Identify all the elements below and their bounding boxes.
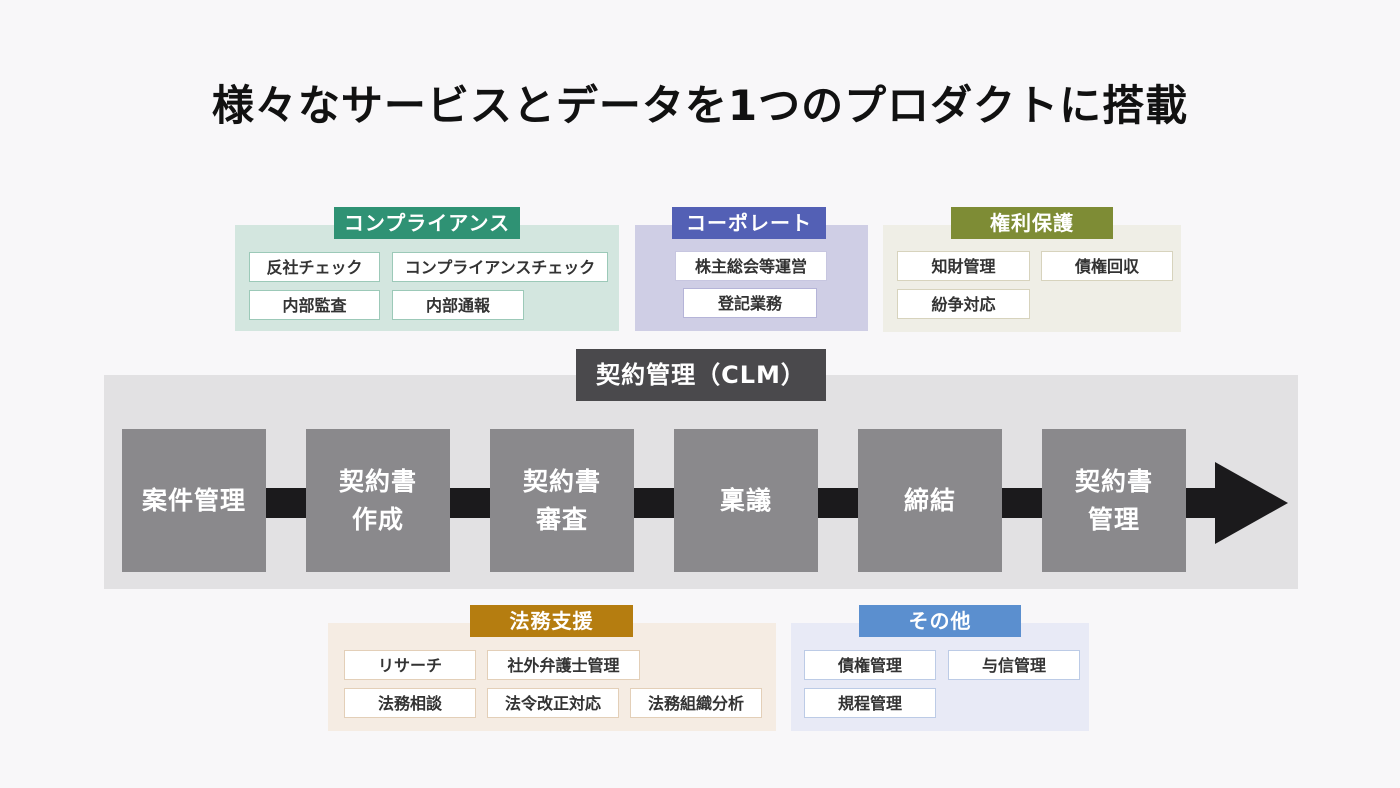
- rights-item: 知財管理: [897, 251, 1030, 281]
- legal-support-item: 法令改正対応: [487, 688, 619, 718]
- clm-step: 稟議: [674, 429, 818, 572]
- legal-support-item: リサーチ: [344, 650, 476, 680]
- page-title: 様々なサービスとデータを1つのプロダクトに搭載: [211, 81, 1189, 130]
- clm-label: 契約管理（CLM）: [576, 349, 826, 401]
- corporate-label: コーポレート: [672, 207, 826, 239]
- flow-arrow-icon: [1215, 462, 1288, 544]
- compliance-item: 反社チェック: [249, 252, 380, 282]
- corporate-item: 株主総会等運営: [675, 251, 827, 281]
- legal-support-item: 社外弁護士管理: [487, 650, 640, 680]
- rights-item: 債権回収: [1041, 251, 1173, 281]
- legal-support-label: 法務支援: [470, 605, 633, 637]
- clm-step: 案件管理: [122, 429, 266, 572]
- legal-support-item: 法務組織分析: [630, 688, 762, 718]
- rights-label: 権利保護: [951, 207, 1113, 239]
- compliance-item: 内部通報: [392, 290, 524, 320]
- others-item: 与信管理: [948, 650, 1080, 680]
- corporate-item: 登記業務: [683, 288, 817, 318]
- others-item: 債権管理: [804, 650, 936, 680]
- legal-support-item: 法務相談: [344, 688, 476, 718]
- clm-step: 契約書 管理: [1042, 429, 1186, 572]
- compliance-item: コンプライアンスチェック: [392, 252, 608, 282]
- clm-step: 契約書 審査: [490, 429, 634, 572]
- compliance-item: 内部監査: [249, 290, 380, 320]
- clm-step: 締結: [858, 429, 1002, 572]
- clm-step: 契約書 作成: [306, 429, 450, 572]
- compliance-label: コンプライアンス: [334, 207, 520, 239]
- rights-item: 紛争対応: [897, 289, 1030, 319]
- others-label: その他: [859, 605, 1021, 637]
- others-item: 規程管理: [804, 688, 936, 718]
